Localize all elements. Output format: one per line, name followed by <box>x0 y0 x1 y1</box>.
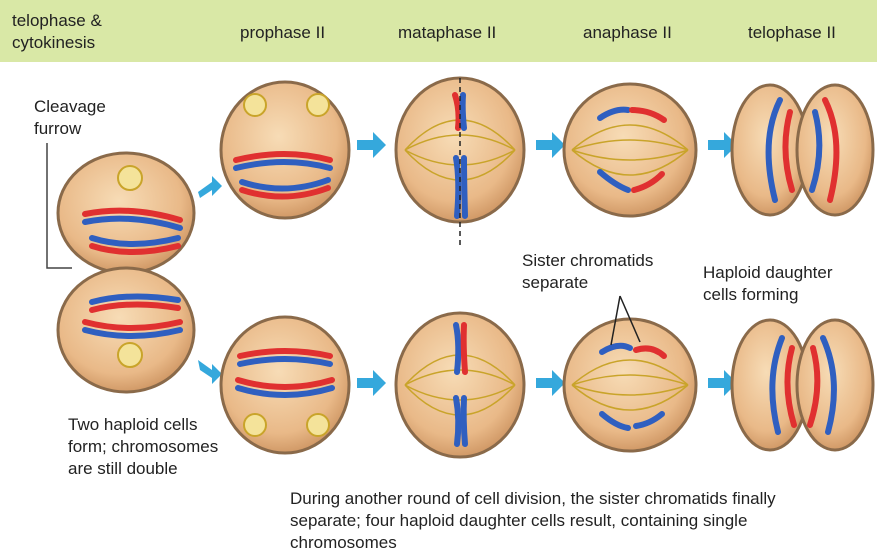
label-two-haploid-cells: Two haploid cells form; chromosomes are … <box>68 414 218 480</box>
cell-telophase-ii-bottom <box>732 320 873 450</box>
cell-metaphase-ii-bottom <box>396 313 524 457</box>
cell-prophase-ii-top <box>221 82 349 218</box>
cell-anaphase-ii-bottom <box>564 296 696 451</box>
cell-anaphase-ii-top <box>564 84 696 216</box>
caption: During another round of cell division, t… <box>290 488 776 554</box>
label-haploid-daughter-cells: Haploid daughter cells forming <box>703 262 832 306</box>
label-sister-chromatids-separate: Sister chromatids separate <box>522 250 653 294</box>
cell-metaphase-ii-top <box>396 78 524 245</box>
label-cleavage-furrow: Cleavage furrow <box>34 96 106 140</box>
cell-telophase-cytokinesis <box>58 153 194 392</box>
cell-telophase-ii-top <box>732 85 873 215</box>
cell-prophase-ii-bottom <box>221 317 349 453</box>
